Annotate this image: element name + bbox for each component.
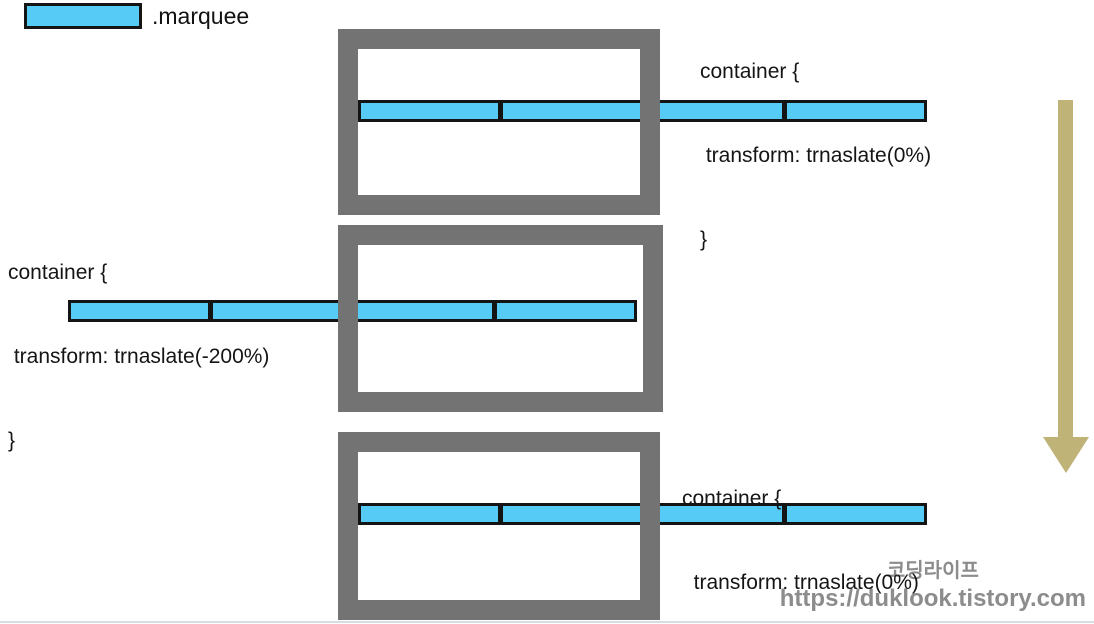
code-line: transform: trnaslate(-200%) [8, 345, 270, 368]
code-block-middle: container { transform: trnaslate(-200%) … [8, 203, 269, 511]
arrow-head [1043, 437, 1089, 473]
container-frame-bottom [338, 432, 660, 620]
code-block-top: container { transform: trnaslate(0%) } [700, 2, 931, 310]
code-line: } [8, 429, 16, 452]
code-line: container { [682, 487, 782, 510]
code-line: container { [700, 60, 800, 83]
marquee-segment [358, 503, 501, 525]
marquee-segment [68, 300, 211, 322]
container-frame-middle [338, 225, 663, 412]
marquee-swatch [24, 3, 142, 29]
watermark-blog-name: 코딩라이프 [886, 560, 979, 582]
watermark-url: https://duklook.tistory.com [779, 585, 1086, 612]
legend: .marquee [24, 3, 249, 29]
code-line: transform: trnaslate(0%) [682, 571, 919, 594]
marquee-segment [784, 100, 927, 122]
legend-label: .marquee [152, 3, 250, 29]
code-block-bottom: container { transform: trnaslate(0%) } [682, 429, 919, 624]
marquee-row-middle [68, 300, 637, 322]
marquee-row-bottom [358, 503, 927, 525]
marquee-segment [784, 503, 927, 525]
bottom-divider [0, 621, 1094, 623]
code-line: transform: trnaslate(0%) [700, 144, 932, 167]
marquee-segment [358, 100, 501, 122]
arrow-shaft [1058, 100, 1073, 438]
code-line: } [700, 228, 708, 251]
code-line: container { [8, 261, 108, 284]
watermark: 코딩라이프 https://duklook.tistory.com [780, 558, 1086, 614]
container-frame-top [338, 29, 660, 215]
marquee-segment [494, 300, 637, 322]
